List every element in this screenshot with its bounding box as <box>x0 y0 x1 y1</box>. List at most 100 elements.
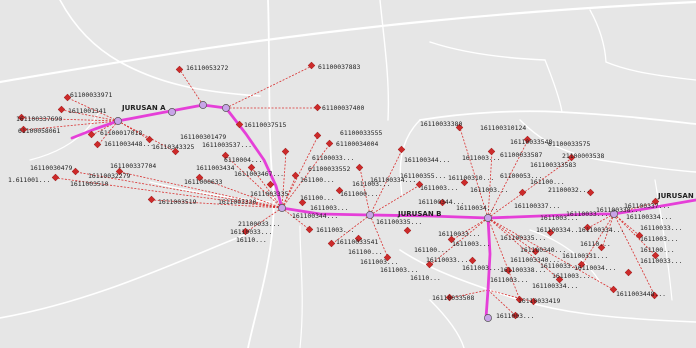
road <box>29 109 101 161</box>
line-node[interactable] <box>610 210 618 218</box>
customer-node[interactable] <box>518 188 527 197</box>
customer-node[interactable] <box>313 131 322 140</box>
customer-node[interactable] <box>597 243 606 252</box>
node-label: 1611003... <box>540 214 578 222</box>
line-node[interactable] <box>366 211 374 219</box>
customer-node[interactable] <box>325 139 334 148</box>
service-link <box>487 139 529 219</box>
node-label: 16110... <box>410 274 441 282</box>
customer-node[interactable] <box>19 125 28 134</box>
customer-node[interactable] <box>403 226 412 235</box>
customer-node[interactable] <box>555 275 564 284</box>
line-node[interactable] <box>222 104 230 112</box>
customer-node[interactable] <box>397 145 406 154</box>
customer-node[interactable] <box>313 103 322 112</box>
customer-node[interactable] <box>57 105 66 114</box>
customer-node[interactable] <box>546 228 555 237</box>
line-nodes[interactable] <box>114 101 618 322</box>
customer-node[interactable] <box>171 147 180 156</box>
customer-node[interactable] <box>115 167 124 176</box>
customer-node[interactable] <box>93 140 102 149</box>
customer-node[interactable] <box>468 256 477 265</box>
customer-node[interactable] <box>460 178 469 187</box>
customer-node[interactable] <box>355 163 364 172</box>
customer-node[interactable] <box>487 147 496 156</box>
service-links <box>21 65 657 317</box>
customer-node[interactable] <box>511 311 520 320</box>
customer-node[interactable] <box>354 234 363 243</box>
customer-node[interactable] <box>63 93 72 102</box>
customer-node[interactable] <box>195 173 204 182</box>
customer-node[interactable] <box>87 130 96 139</box>
customer-node[interactable] <box>327 239 336 248</box>
customer-node[interactable] <box>221 151 230 160</box>
customer-node[interactable] <box>504 266 513 275</box>
node-label: 16110034... <box>574 264 616 272</box>
customer-node[interactable] <box>335 186 344 195</box>
node-label: 16110033380 <box>420 120 462 128</box>
road <box>429 299 465 348</box>
customer-node[interactable] <box>415 180 424 189</box>
customer-node[interactable] <box>635 231 644 240</box>
node-label: 1611001341 <box>68 107 107 115</box>
customer-node[interactable] <box>609 285 618 294</box>
customer-node[interactable] <box>307 61 316 70</box>
node-label: 16110053272 <box>186 64 228 72</box>
line-node[interactable] <box>278 204 286 212</box>
customer-node[interactable] <box>425 260 434 269</box>
customer-node[interactable] <box>291 171 300 180</box>
customer-node[interactable] <box>281 147 290 156</box>
service-link <box>55 177 283 209</box>
line-node[interactable] <box>484 314 492 322</box>
service-link <box>251 167 283 209</box>
customer-node[interactable] <box>651 197 660 206</box>
customer-node[interactable] <box>298 198 307 207</box>
customer-node[interactable] <box>529 297 538 306</box>
customer-node[interactable] <box>586 188 595 197</box>
customer-node[interactable] <box>247 163 256 172</box>
customer-node[interactable] <box>175 65 184 74</box>
line-node[interactable] <box>484 214 492 222</box>
customer-node[interactable] <box>305 225 314 234</box>
customer-node[interactable] <box>567 153 576 162</box>
customer-node[interactable] <box>147 195 156 204</box>
customer-node[interactable] <box>650 291 659 300</box>
service-link <box>23 120 119 131</box>
customer-node[interactable] <box>241 227 250 236</box>
customer-node[interactable] <box>651 251 660 260</box>
customer-node[interactable] <box>71 167 80 176</box>
line-node[interactable] <box>168 108 176 116</box>
customer-nodes[interactable] <box>17 61 660 320</box>
customer-node[interactable] <box>438 198 447 207</box>
customer-node[interactable] <box>235 120 244 129</box>
node-label: 6110004... <box>224 156 262 164</box>
node-label: 1611003... <box>640 235 678 243</box>
customer-node[interactable] <box>17 113 26 122</box>
service-link <box>225 155 283 209</box>
customer-node[interactable] <box>523 135 532 144</box>
line-node[interactable] <box>199 101 207 109</box>
customer-node[interactable] <box>531 247 540 256</box>
node-label: 1611003... <box>310 204 348 212</box>
customer-node[interactable] <box>577 260 586 269</box>
customer-node[interactable] <box>455 123 464 132</box>
customer-node[interactable] <box>51 173 60 182</box>
customer-node[interactable] <box>515 295 524 304</box>
customer-node[interactable] <box>266 180 275 189</box>
customer-node[interactable] <box>447 235 456 244</box>
node-label: 61100033971 <box>70 91 112 99</box>
line-node[interactable] <box>114 117 122 125</box>
customer-node[interactable] <box>624 268 633 277</box>
customer-node[interactable] <box>583 223 592 232</box>
node-label: 1611003... <box>490 276 528 284</box>
node-label: 21100033... <box>238 220 280 228</box>
service-link <box>281 135 319 209</box>
node-label: 161100... <box>300 194 335 202</box>
customer-node[interactable] <box>383 253 392 262</box>
customer-node[interactable] <box>145 135 154 144</box>
road <box>149 181 271 203</box>
service-link <box>331 214 371 245</box>
customer-node[interactable] <box>445 293 454 302</box>
